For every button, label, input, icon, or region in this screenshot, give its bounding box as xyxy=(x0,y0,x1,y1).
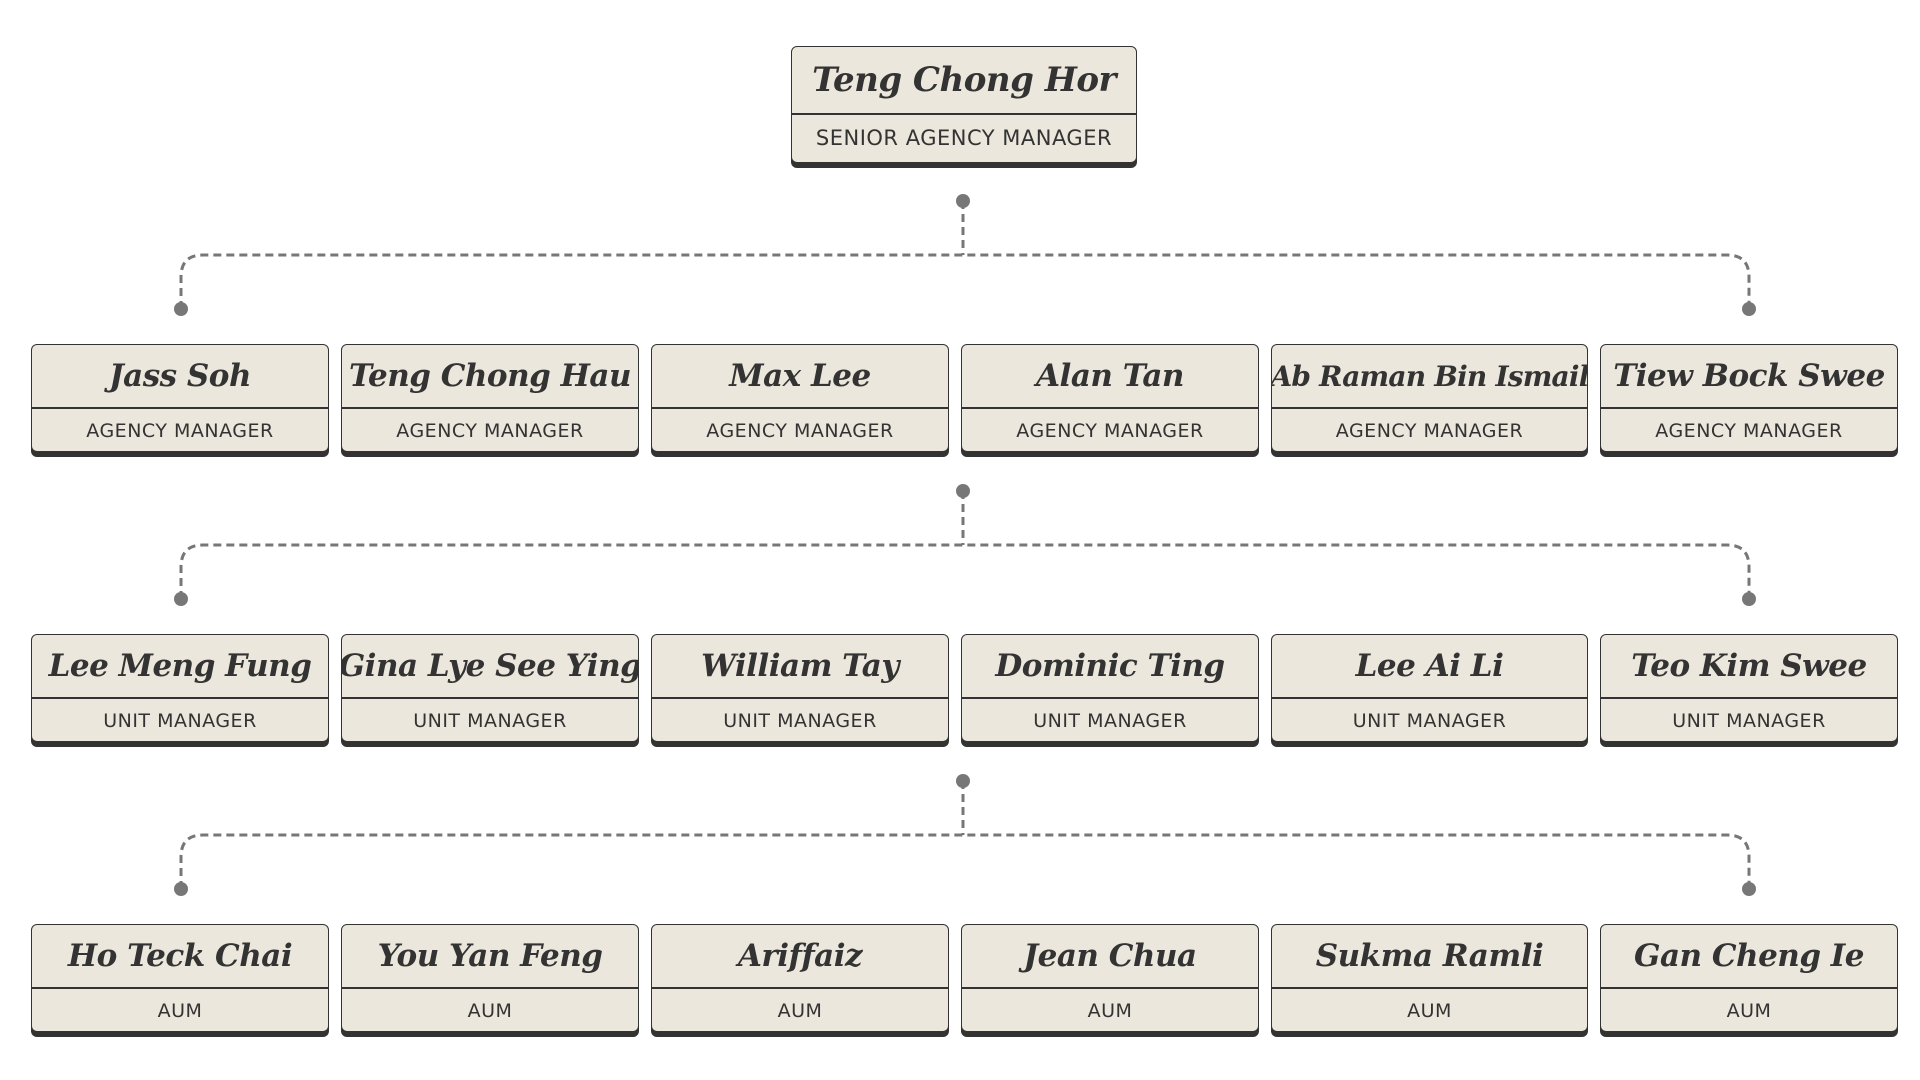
member-name: Alan Tan xyxy=(962,345,1258,409)
connector-dot xyxy=(1742,882,1756,896)
member-role: AUM xyxy=(1087,1000,1133,1022)
member-name: Gina Lye See Ying xyxy=(342,635,638,699)
member-role: UNIT MANAGER xyxy=(1672,710,1826,732)
member-name: Gan Cheng Ie xyxy=(1601,925,1897,989)
member-name: Tiew Bock Swee xyxy=(1601,345,1897,409)
member-role: AGENCY MANAGER xyxy=(1016,420,1204,442)
member-role: AGENCY MANAGER xyxy=(1335,420,1524,442)
member-role: UNIT MANAGER xyxy=(723,710,877,732)
org-card: Ho Teck Chai AUM xyxy=(31,924,329,1032)
member-role: AGENCY MANAGER xyxy=(706,420,894,442)
org-card: Tiew Bock Swee AGENCY MANAGER xyxy=(1600,344,1898,452)
member-role: AUM xyxy=(467,1000,513,1022)
member-role: AGENCY MANAGER xyxy=(396,420,584,442)
member-role: AUM xyxy=(777,1000,823,1022)
member-role: UNIT MANAGER xyxy=(1033,710,1187,732)
member-name: Ariffaiz xyxy=(652,925,948,989)
member-role: AUM xyxy=(1726,1000,1772,1022)
connector-dot xyxy=(956,484,970,498)
org-card: Gina Lye See Ying UNIT MANAGER xyxy=(341,634,639,742)
org-card: You Yan Feng AUM xyxy=(341,924,639,1032)
member-role: UNIT MANAGER xyxy=(103,710,257,732)
member-name: Teng Chong Hau xyxy=(342,345,638,409)
member-role: UNIT MANAGER xyxy=(413,710,567,732)
org-card: Lee Meng Fung UNIT MANAGER xyxy=(31,634,329,742)
org-card: Ab Raman Bin Ismail AGENCY MANAGER xyxy=(1271,344,1588,452)
org-card: William Tay UNIT MANAGER xyxy=(651,634,949,742)
org-card: Lee Ai Li UNIT MANAGER xyxy=(1271,634,1588,742)
member-name: Ho Teck Chai xyxy=(32,925,328,989)
member-name: Max Lee xyxy=(652,345,948,409)
member-name: Teo Kim Swee xyxy=(1601,635,1897,699)
member-role: AUM xyxy=(157,1000,203,1022)
connector-bracket xyxy=(179,253,1751,309)
member-name: You Yan Feng xyxy=(342,925,638,989)
member-name: Jass Soh xyxy=(32,345,328,409)
org-card: Alan Tan AGENCY MANAGER xyxy=(961,344,1259,452)
connector-dot xyxy=(174,592,188,606)
connector-dot xyxy=(174,302,188,316)
org-card: Teo Kim Swee UNIT MANAGER xyxy=(1600,634,1898,742)
org-card-senior-agency-manager: Teng Chong Hor SENIOR AGENCY MANAGER xyxy=(791,46,1137,163)
member-name: Dominic Ting xyxy=(962,635,1258,699)
org-card: Ariffaiz AUM xyxy=(651,924,949,1032)
member-name: Teng Chong Hor xyxy=(792,47,1136,115)
member-name: William Tay xyxy=(652,635,948,699)
connector-dot xyxy=(174,882,188,896)
org-card: Gan Cheng Ie AUM xyxy=(1600,924,1898,1032)
org-card: Max Lee AGENCY MANAGER xyxy=(651,344,949,452)
connector-dot xyxy=(956,774,970,788)
org-card: Dominic Ting UNIT MANAGER xyxy=(961,634,1259,742)
connector-bracket xyxy=(179,543,1751,599)
org-card: Jass Soh AGENCY MANAGER xyxy=(31,344,329,452)
org-card: Jean Chua AUM xyxy=(961,924,1259,1032)
member-role: AGENCY MANAGER xyxy=(1655,420,1843,442)
connector-dot xyxy=(1742,592,1756,606)
member-name: Lee Ai Li xyxy=(1272,635,1587,699)
member-name: Sukma Ramli xyxy=(1272,925,1587,989)
member-role: SENIOR AGENCY MANAGER xyxy=(815,126,1113,150)
org-card: Teng Chong Hau AGENCY MANAGER xyxy=(341,344,639,452)
member-role: AGENCY MANAGER xyxy=(86,420,274,442)
member-name: Ab Raman Bin Ismail xyxy=(1272,345,1587,409)
member-role: UNIT MANAGER xyxy=(1352,710,1507,732)
connector-dot xyxy=(956,194,970,208)
org-card: Sukma Ramli AUM xyxy=(1271,924,1588,1032)
member-role: AUM xyxy=(1407,1000,1452,1022)
member-name: Lee Meng Fung xyxy=(32,635,328,699)
member-name: Jean Chua xyxy=(962,925,1258,989)
connector-bracket xyxy=(179,833,1751,889)
connector-dot xyxy=(1742,302,1756,316)
